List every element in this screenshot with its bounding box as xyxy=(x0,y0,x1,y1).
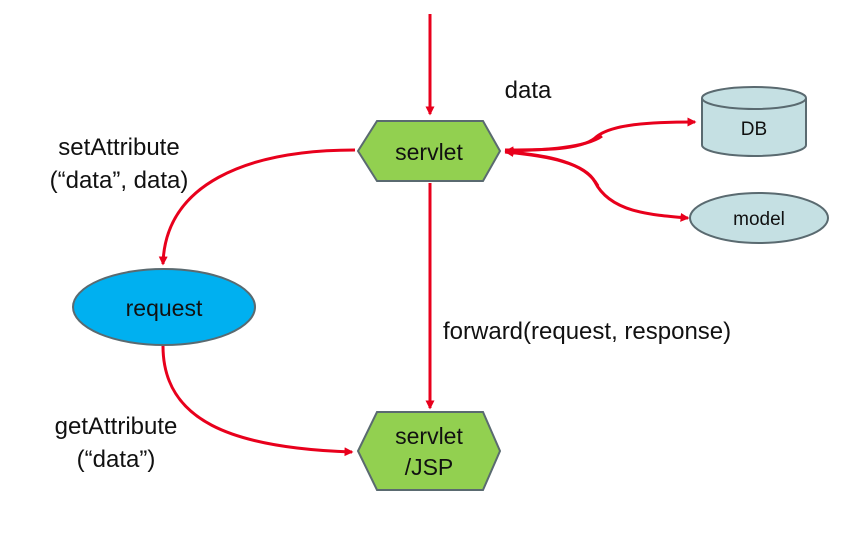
setattribute-label-line2: (“data”, data) xyxy=(50,167,189,194)
arrow-getattribute xyxy=(161,345,354,457)
getattribute-label-line1: getAttribute xyxy=(55,413,178,440)
servlet-shape xyxy=(356,120,502,182)
servlet-jsp-node: servlet /JSP xyxy=(356,411,502,491)
getattribute-label-line2: (“data”) xyxy=(77,446,156,473)
servlet-jsp-label-line2: /JSP xyxy=(405,454,454,480)
servlet-node: servlet xyxy=(356,120,502,182)
db-node: DB xyxy=(701,86,807,157)
db-top xyxy=(701,86,807,110)
db-body xyxy=(701,98,807,157)
arrow-model-servlet xyxy=(504,148,600,187)
model-shape xyxy=(689,192,829,244)
request-shape xyxy=(72,268,256,346)
forward-label: forward(request, response) xyxy=(443,318,731,345)
servlet-jsp-shape xyxy=(356,411,502,491)
model-label: model xyxy=(733,209,785,230)
servlet-label: servlet xyxy=(395,139,463,165)
request-label: request xyxy=(126,295,203,321)
arrow-setattribute xyxy=(158,148,356,266)
request-node: request xyxy=(72,268,256,346)
arrow-db-servlet xyxy=(504,134,603,156)
model-node: model xyxy=(689,192,829,244)
db-label: DB xyxy=(741,119,767,140)
data-label: data xyxy=(505,77,552,104)
arrows xyxy=(158,14,697,457)
servlet-jsp-label-line1: servlet xyxy=(395,423,463,449)
setattribute-label-line1: setAttribute xyxy=(58,134,179,161)
